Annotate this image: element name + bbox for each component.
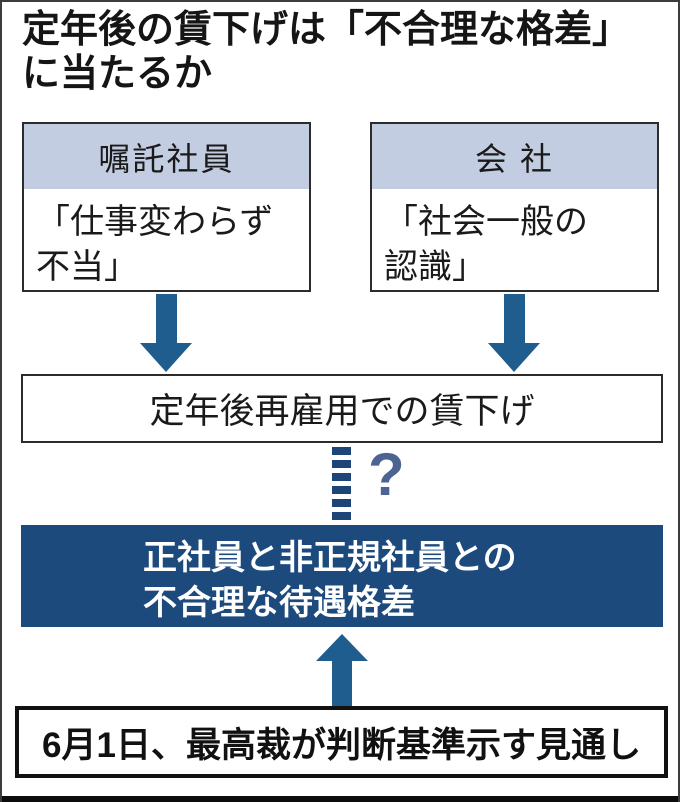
company-box: 会 社 「社会一般の 認識」 (370, 122, 659, 292)
page-title-line2: に当たるか (22, 53, 213, 96)
down-arrow-left-icon (140, 294, 192, 372)
company-claim: 「社会一般の 認識」 (384, 203, 588, 286)
question-mark: ? (368, 441, 405, 508)
dashed-connector-icon (332, 447, 351, 530)
disparity-line1: 正社員と非正規社員との (143, 539, 517, 577)
contract-employee-claim: 「仕事変わらず 不当」 (36, 203, 274, 286)
company-header: 会 社 (372, 124, 657, 189)
up-arrow-icon (316, 634, 368, 707)
supreme-court-label: 6月1日、最高裁が判断基準示す見通し (42, 725, 641, 765)
contract-employee-header: 嘱託社員 (24, 124, 309, 189)
contract-employee-box: 嘱託社員 「仕事変わらず 不当」 (22, 122, 311, 292)
wage-cut-box: 定年後再雇用での賃下げ (21, 374, 663, 443)
wage-cut-label: 定年後再雇用での賃下げ (149, 392, 535, 431)
bottom-rule (2, 796, 678, 802)
disparity-line2: 不合理な待遇格差 (143, 584, 415, 622)
disparity-panel: 正社員と非正規社員との 不合理な待遇格差 (21, 525, 663, 627)
page-title: 定年後の賃下げは「不合理な格差」 に当たるか (22, 8, 667, 96)
supreme-court-box: 6月1日、最高裁が判断基準示す見通し (15, 706, 668, 778)
page-title-line1: 定年後の賃下げは「不合理な格差」 (22, 9, 631, 51)
down-arrow-right-icon (488, 294, 540, 372)
